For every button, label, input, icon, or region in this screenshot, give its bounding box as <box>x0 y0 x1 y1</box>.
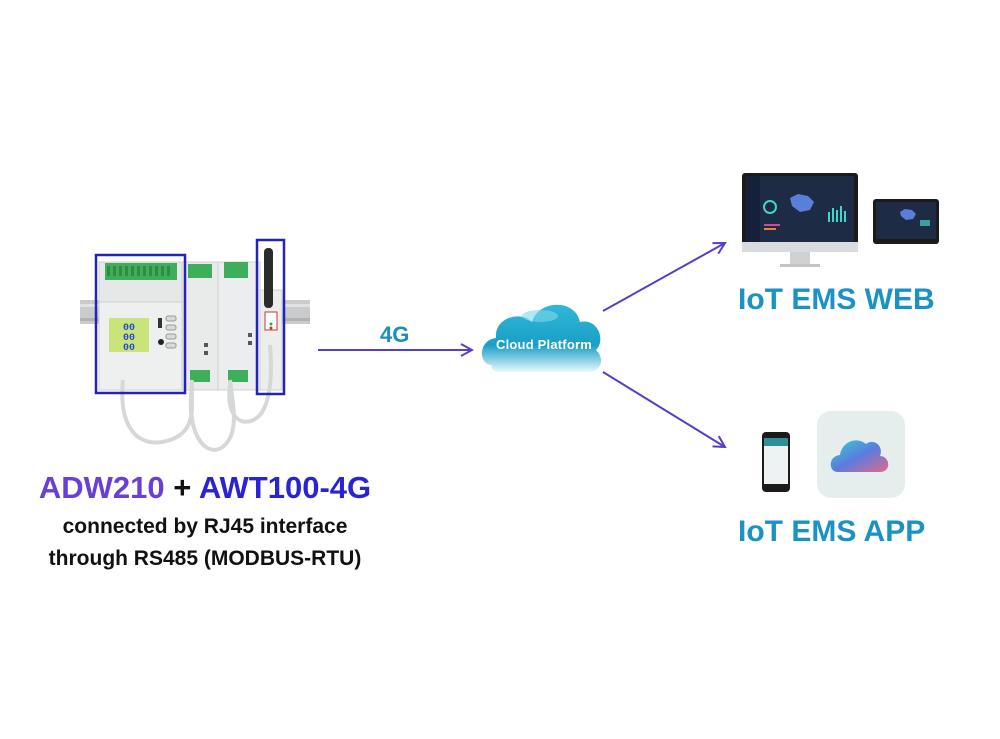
antenna <box>264 248 273 308</box>
awt100-gateway <box>259 248 283 391</box>
tablet-icon <box>873 199 939 244</box>
iot-ems-web-label: IoT EMS WEB <box>738 283 935 316</box>
awt100-highlight-box <box>255 238 286 396</box>
arrow-to-app <box>602 371 725 447</box>
svg-text:00: 00 <box>123 333 135 344</box>
product-adw210: ADW210 <box>38 470 165 505</box>
rj45-cables <box>120 344 273 452</box>
iot-ems-app-icon <box>817 411 905 498</box>
iot-ems-app-label: IoT EMS APP <box>738 515 926 548</box>
smartphone-icon <box>762 432 790 492</box>
adw210-meter: 00 00 00 <box>98 261 183 391</box>
link-label-4g: 4G <box>380 322 410 347</box>
connection-description-line2: through RS485 (MODBUS-RTU) <box>48 547 362 570</box>
svg-text:00: 00 <box>123 323 135 334</box>
plus-sign: + <box>173 470 192 505</box>
cloud-platform-label: Cloud Platform <box>496 337 592 352</box>
adw210-highlight-box <box>94 253 187 395</box>
desktop-monitor-icon <box>742 173 858 267</box>
product-awt100: AWT100-4G <box>198 470 372 505</box>
io-module-1 <box>181 261 219 391</box>
arrow-to-web <box>602 243 725 312</box>
svg-text:00: 00 <box>123 343 135 354</box>
io-module-2 <box>217 261 261 391</box>
terminal-block <box>105 263 177 280</box>
connection-description-line1: connected by RJ45 interface <box>62 515 348 538</box>
product-title: ADW210 + AWT100-4G <box>0 470 410 506</box>
lcd-display <box>109 318 149 352</box>
cloud-platform-icon <box>481 304 602 372</box>
